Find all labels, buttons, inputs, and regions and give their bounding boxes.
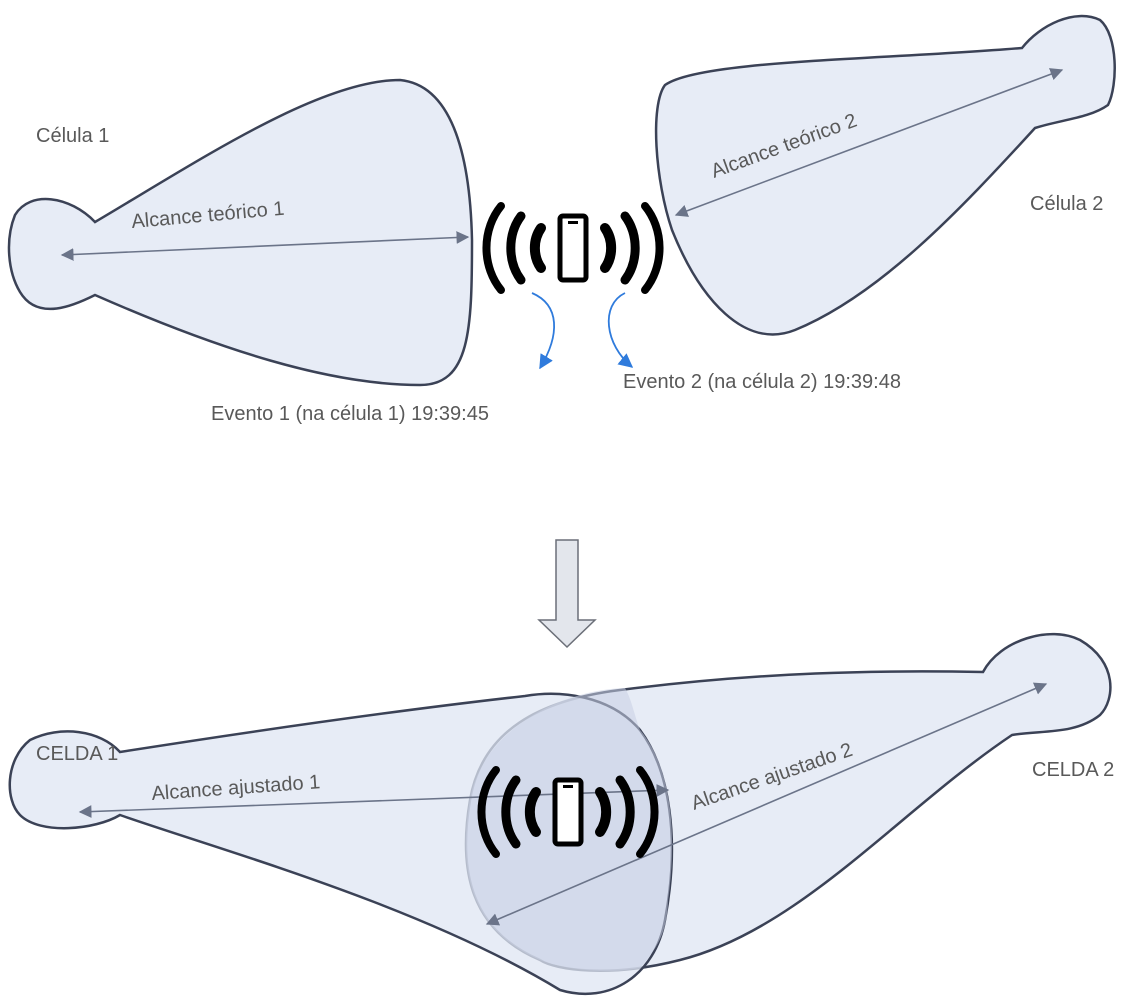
celda-1-label: CELDA 1 — [36, 743, 118, 765]
bottom-diagram: CELDA 1 CELDA 2 Alcance ajustado 1 Alcan… — [8, 632, 1114, 996]
event-2-label: Evento 2 (na célula 2) 19:39:48 — [623, 371, 901, 393]
event-1-label: Evento 1 (na célula 1) 19:39:45 — [211, 403, 489, 425]
theoretical-range-1-arrow — [60, 231, 470, 261]
cell-1-label: Célula 1 — [36, 125, 109, 147]
adjusted-range-2-arrow — [485, 682, 1048, 926]
top-diagram: Célula 1 Célula 2 Alcance teórico 1 Alca… — [7, 14, 1116, 425]
event-2-arrow — [607, 292, 634, 368]
theoretical-range-2-arrow — [674, 68, 1064, 217]
event-1-arrow — [531, 292, 555, 370]
mobile-signal-icon — [486, 206, 659, 290]
celda-2-label: CELDA 2 — [1032, 759, 1114, 781]
cell-2-label: Célula 2 — [1030, 193, 1103, 215]
down-arrow-icon — [537, 539, 597, 649]
